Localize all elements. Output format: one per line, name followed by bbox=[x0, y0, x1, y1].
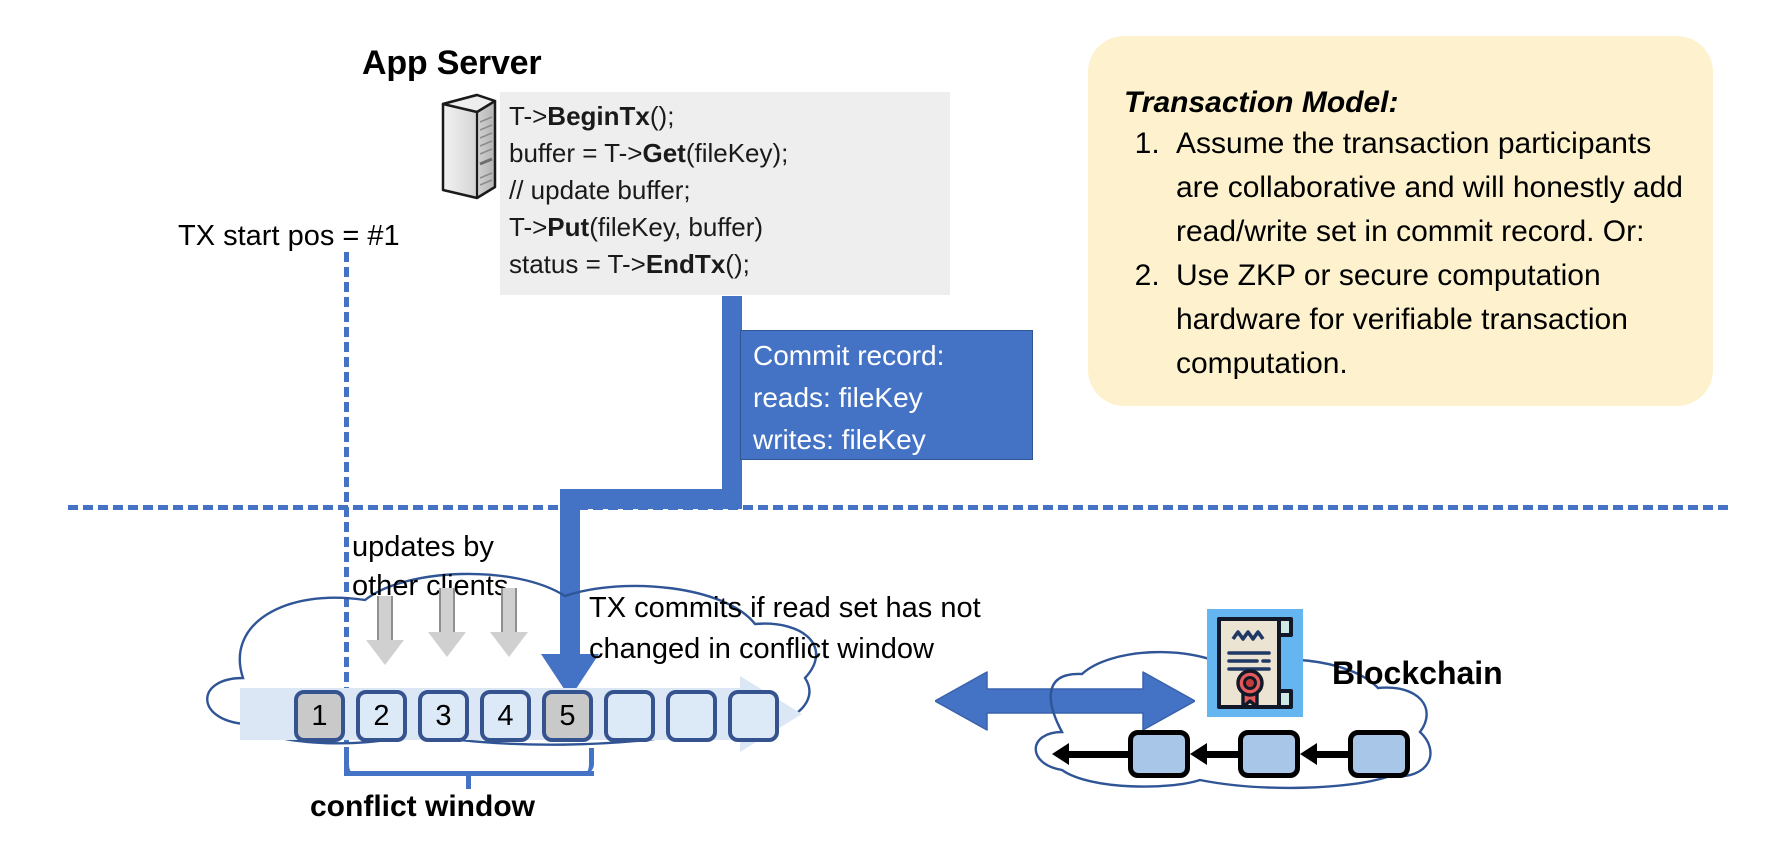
server-tower-icon bbox=[437, 92, 501, 202]
log-entry-6[interactable] bbox=[604, 690, 655, 742]
conflict-window-bracket bbox=[344, 748, 594, 774]
log-entry-4[interactable]: 4 bbox=[480, 690, 531, 742]
updates-label-line1: updates by bbox=[352, 531, 494, 563]
commit-record-line: reads: fileKey bbox=[753, 382, 923, 413]
transaction-model-callout: Transaction Model: Assume the transactio… bbox=[1088, 36, 1713, 406]
shared-log-cloud-outline bbox=[165, 528, 835, 748]
transaction-model-item: Use ZKP or secure computation hardware f… bbox=[1168, 254, 1689, 386]
certificate-seal-icon bbox=[1207, 609, 1303, 717]
commit-arrow-shaft bbox=[560, 489, 580, 665]
log-entry-5[interactable]: 5 bbox=[542, 690, 593, 742]
blockchain-label: Blockchain bbox=[1332, 655, 1503, 691]
blockchain-link-arrow-icon-2 bbox=[1190, 743, 1238, 765]
tx-start-dashed-line bbox=[344, 252, 349, 772]
code-line: status = T->EndTx(); bbox=[509, 249, 750, 279]
blockchain-link-arrow-icon-3 bbox=[1300, 743, 1348, 765]
layer-divider-dashed-line bbox=[68, 505, 1728, 510]
log-entry-3[interactable]: 3 bbox=[418, 690, 469, 742]
commit-record-box: Commit record: reads: fileKey writes: fi… bbox=[740, 330, 1033, 460]
conflict-window-bracket-tick bbox=[466, 771, 471, 789]
log-entry-8[interactable] bbox=[728, 690, 779, 742]
commit-record-line: writes: fileKey bbox=[753, 424, 926, 455]
blockchain-block-1[interactable] bbox=[1128, 730, 1190, 778]
blockchain-cloud-outline bbox=[1020, 640, 1440, 790]
code-line: buffer = T->Get(fileKey); bbox=[509, 138, 789, 168]
conflict-window-label: conflict window bbox=[310, 790, 535, 823]
commit-arrow-segment-horizontal bbox=[560, 489, 742, 509]
code-line: // update buffer; bbox=[509, 175, 691, 205]
log-entry-2[interactable]: 2 bbox=[356, 690, 407, 742]
blockchain-block-3[interactable] bbox=[1348, 730, 1410, 778]
code-line: T->BeginTx(); bbox=[509, 101, 675, 131]
commit-record-line: Commit record: bbox=[753, 340, 945, 371]
app-server-title: App Server bbox=[362, 44, 542, 82]
transaction-model-title: Transaction Model: bbox=[1124, 86, 1399, 119]
transaction-model-list: Assume the transaction participants are … bbox=[1124, 122, 1689, 386]
code-snippet-block: T->BeginTx(); buffer = T->Get(fileKey); … bbox=[500, 92, 950, 295]
blockchain-block-2[interactable] bbox=[1238, 730, 1300, 778]
tx-start-pos-label: TX start pos = #1 bbox=[178, 220, 400, 252]
log-entry-7[interactable] bbox=[666, 690, 717, 742]
tx-commits-line1: TX commits if read set has not bbox=[589, 592, 981, 624]
transaction-model-item: Assume the transaction participants are … bbox=[1168, 122, 1689, 254]
code-line: T->Put(fileKey, buffer) bbox=[509, 212, 764, 242]
updates-by-other-clients-label: updates by other clients bbox=[352, 528, 508, 606]
blockchain-link-arrow-icon-1 bbox=[1052, 743, 1128, 765]
tx-commits-line2: changed in conflict window bbox=[589, 633, 934, 665]
commit-arrow-segment-vertical bbox=[722, 296, 742, 496]
updates-label-line2: other clients bbox=[352, 570, 509, 602]
log-entry-1[interactable]: 1 bbox=[294, 690, 345, 742]
tx-commits-condition-label: TX commits if read set has not changed i… bbox=[589, 588, 981, 670]
